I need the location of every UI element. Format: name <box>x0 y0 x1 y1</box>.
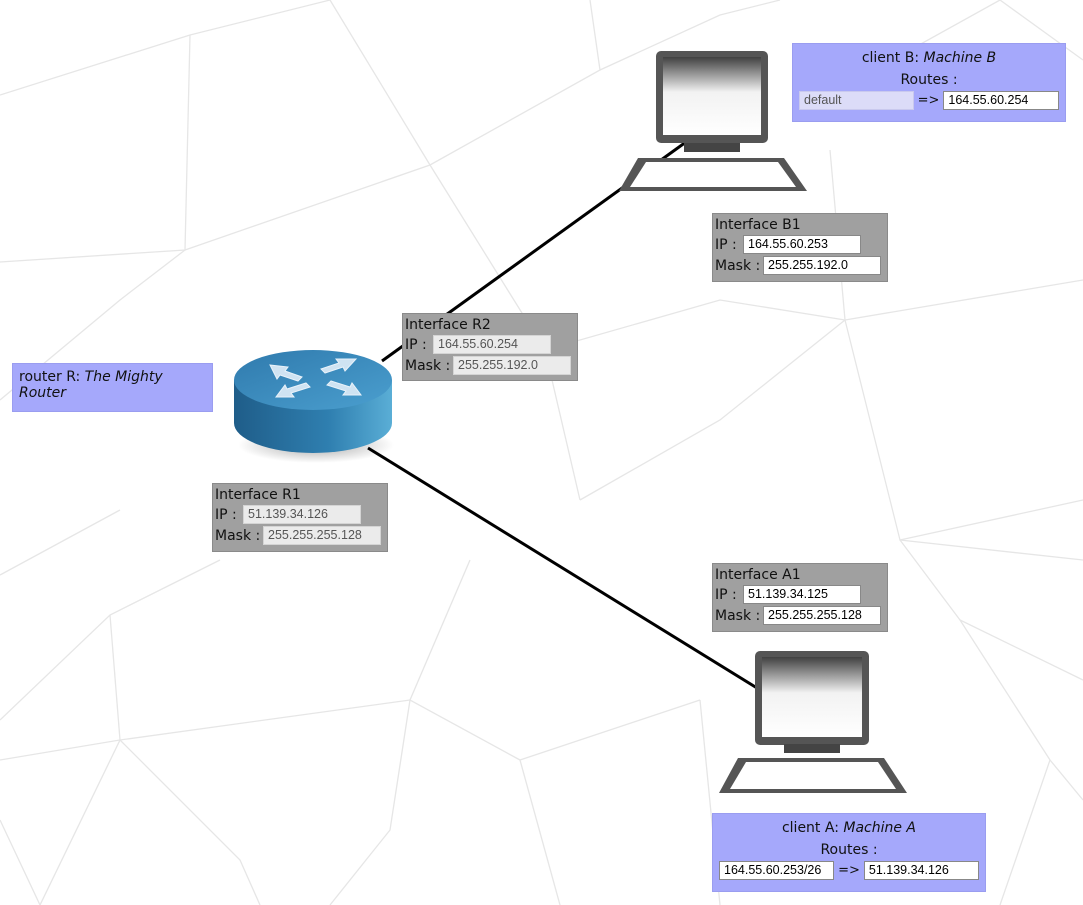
ip-field[interactable]: 164.55.60.253 <box>743 235 861 254</box>
client-name: Machine B <box>923 50 997 66</box>
routes-label: Routes : <box>900 72 958 88</box>
interface-a1-panel: Interface A1 IP : 51.139.34.125 Mask : 2… <box>712 563 888 632</box>
interface-title: Interface A1 <box>715 567 801 583</box>
interface-title: Interface R2 <box>405 317 491 333</box>
link-router-to-client-a <box>367 446 758 690</box>
interface-title: Interface B1 <box>715 217 801 233</box>
route-destination-field[interactable]: 164.55.60.253/26 <box>719 861 835 880</box>
mask-label: Mask : <box>405 357 451 374</box>
client-a-panel: client A: Machine A Routes : 164.55.60.2… <box>712 813 986 892</box>
mask-field[interactable]: 255.255.192.0 <box>763 256 881 275</box>
mask-field: 255.255.255.128 <box>263 526 381 545</box>
route-gateway-field[interactable]: 164.55.60.254 <box>943 91 1059 110</box>
routes-label: Routes : <box>820 842 878 858</box>
mask-label: Mask : <box>215 527 261 544</box>
interface-r2-panel: Interface R2 IP : 164.55.60.254 Mask : 2… <box>402 313 578 381</box>
route-arrow: => <box>838 863 860 878</box>
client-type-label: client A: <box>781 820 839 836</box>
ip-label: IP : <box>715 586 737 603</box>
mask-label: Mask : <box>715 607 761 624</box>
router-icon[interactable] <box>228 345 398 465</box>
interface-r1-panel: Interface R1 IP : 51.139.34.126 Mask : 2… <box>212 483 388 552</box>
route-gateway-field[interactable]: 51.139.34.126 <box>863 861 979 880</box>
router-type-label: router R: <box>19 369 81 385</box>
client-name: Machine A <box>843 820 917 836</box>
interface-title: Interface R1 <box>215 487 301 503</box>
route-destination-field: default <box>799 91 914 110</box>
ip-label: IP : <box>715 236 737 253</box>
ip-label: IP : <box>215 506 237 523</box>
mask-field[interactable]: 255.255.255.128 <box>763 606 881 625</box>
client-type-label: client B: <box>861 50 920 66</box>
router-name: The Mighty Router <box>19 369 163 401</box>
route-arrow: => <box>917 93 940 108</box>
ip-field[interactable]: 51.139.34.125 <box>743 585 861 604</box>
interface-b1-panel: Interface B1 IP : 164.55.60.253 Mask : 2… <box>712 213 888 282</box>
ip-field: 164.55.60.254 <box>433 335 551 354</box>
client-b-panel: client B: Machine B Routes : default => … <box>792 43 1066 122</box>
ip-field: 51.139.34.126 <box>243 505 361 524</box>
mask-field: 255.255.192.0 <box>453 356 571 375</box>
mask-label: Mask : <box>715 257 761 274</box>
computer-icon[interactable] <box>618 48 808 198</box>
router-label-panel: router R: The Mighty Router <box>12 363 213 412</box>
ip-label: IP : <box>405 336 427 353</box>
computer-icon[interactable] <box>718 648 908 798</box>
